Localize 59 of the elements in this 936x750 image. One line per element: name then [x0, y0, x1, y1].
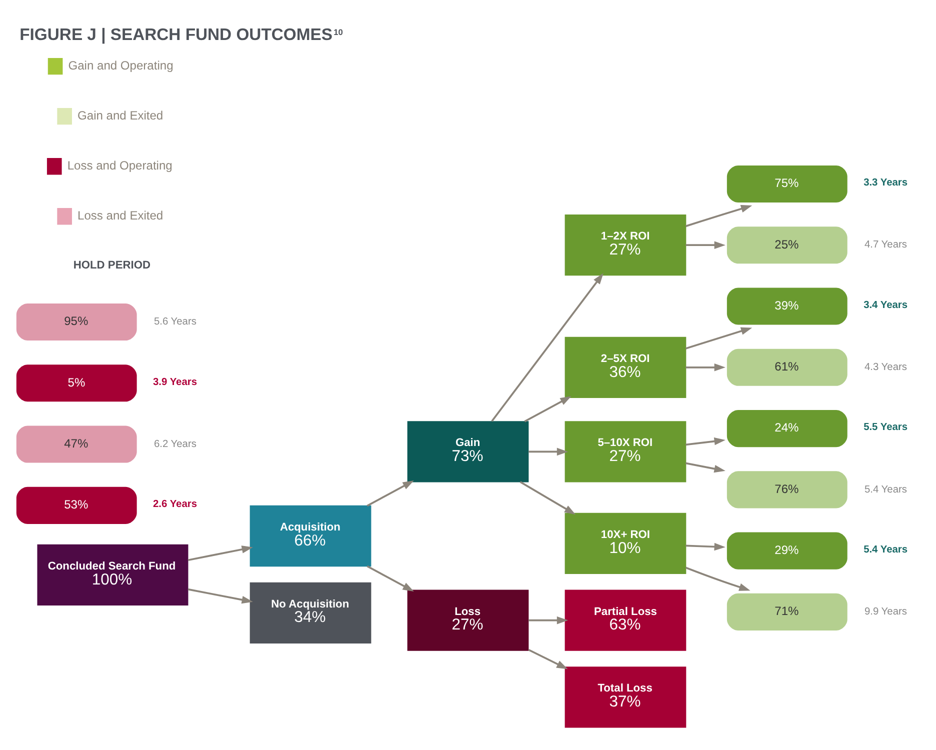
node-box: 47%: [16, 425, 137, 462]
node-label: 5.5 Years: [864, 422, 908, 433]
node-label: 9.9 Years: [864, 606, 907, 618]
arrow: [685, 566, 750, 590]
arrow: [685, 204, 752, 227]
node-box: 5–10X ROI 27%: [564, 420, 686, 482]
node-label: 2.6 Years: [153, 498, 198, 510]
node-label: 4.3 Years: [864, 361, 907, 372]
arrow: [528, 648, 568, 669]
arrow: [686, 462, 726, 472]
arrow: [685, 326, 752, 349]
node-box: 53%: [16, 486, 137, 524]
node-label: 3.3 Years: [864, 177, 908, 188]
node-label: 5.4 Years: [864, 484, 907, 495]
legend-label: Gain and Operating: [68, 58, 174, 72]
legend-label: Loss and Exited: [78, 208, 164, 222]
node-label: 5.6 Years: [154, 316, 196, 328]
node-box: Gain 73%: [407, 420, 529, 482]
node-box: Acquisition 66%: [250, 504, 372, 566]
arrow: [528, 447, 568, 456]
arrow: [686, 240, 726, 249]
node-box: 75%: [726, 164, 848, 202]
node-box: 39%: [726, 287, 848, 324]
arrow: [528, 616, 568, 624]
node-box: 29%: [726, 532, 848, 569]
arrow: [524, 396, 572, 422]
arrow: [366, 480, 414, 506]
node-box: 1–2X ROI 27%: [564, 214, 686, 276]
node-box: Concluded Search Fund 100%: [37, 544, 188, 605]
arrow: [188, 545, 253, 561]
node-box: Partial Loss 63%: [564, 589, 686, 650]
node-label: 5.4 Years: [864, 544, 908, 555]
legend-label: Loss and Operating: [67, 158, 172, 172]
arrow: [188, 588, 253, 604]
node-box: 95%: [16, 302, 137, 340]
node-box: 71%: [726, 592, 848, 630]
node-box: 24%: [726, 410, 848, 447]
node-label: 3.4 Years: [864, 299, 908, 310]
label: HOLD PERIOD: [73, 258, 151, 271]
arrow: [520, 480, 576, 514]
node-box: No Acquisition 34%: [250, 582, 372, 643]
arrow: [686, 436, 726, 446]
arrow: [686, 542, 726, 550]
arrow: [686, 363, 726, 371]
arrow: [366, 564, 414, 591]
legend-label: Gain and Exited: [78, 108, 164, 122]
node-box: 5%: [16, 364, 137, 402]
node-box: Total Loss 37%: [564, 666, 686, 728]
node-box: 61%: [726, 348, 848, 386]
node-box: 76%: [726, 470, 848, 508]
node-box: 25%: [726, 226, 848, 264]
node-box: 2–5X ROI 36%: [564, 336, 686, 398]
node-label: 4.7 Years: [864, 239, 907, 250]
node-box: Loss 27%: [407, 589, 529, 650]
node-label: 6.2 Years: [154, 438, 196, 450]
diagram-title: FIGURE J | SEARCH FUND OUTCOMES$^{10}$: [20, 24, 343, 44]
arrow: [491, 272, 604, 422]
node-box: 10X+ ROI 10%: [564, 512, 686, 574]
node-label: 3.9 Years: [153, 376, 198, 388]
